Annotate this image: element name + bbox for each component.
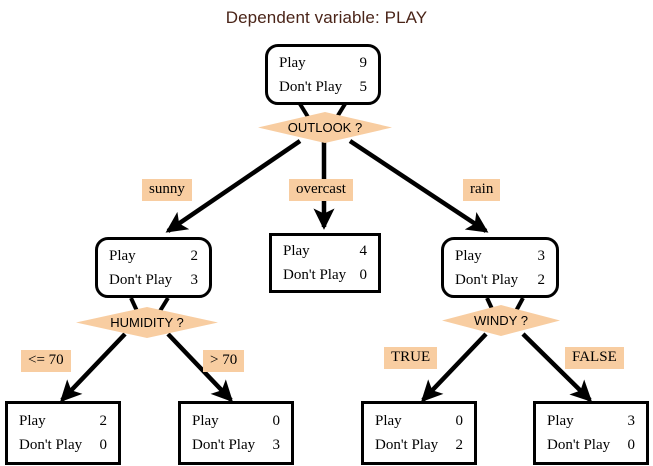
edge-label-humidity-le70: <= 70 bbox=[21, 350, 71, 372]
node-windy-false-play-label: Play bbox=[547, 413, 574, 429]
node-root-dont-row: Don't Play 5 bbox=[279, 75, 367, 99]
edge-label-rain: rain bbox=[463, 179, 501, 201]
edge-windy-true bbox=[420, 332, 488, 403]
decision-humidity[interactable]: HUMIDITY ? bbox=[76, 307, 218, 338]
node-rain-dont-value: 2 bbox=[537, 271, 546, 288]
decision-windy[interactable]: WINDY ? bbox=[442, 305, 560, 336]
node-windy-true-dont-value: 2 bbox=[455, 437, 464, 453]
node-sunny-play-label: Play bbox=[109, 247, 136, 264]
edge-outlook-sunny bbox=[165, 139, 302, 233]
node-overcast-play-label: Play bbox=[283, 243, 310, 259]
edge-root-to-outlook-left bbox=[298, 102, 310, 119]
node-sunny-dont-value: 3 bbox=[190, 271, 199, 288]
node-rain-play-label: Play bbox=[455, 247, 482, 264]
node-overcast-dont-row: Don't Play 0 bbox=[283, 263, 367, 287]
edge-humidity-gt70 bbox=[166, 332, 234, 403]
node-windy-true-play-value: 0 bbox=[455, 413, 464, 429]
node-humidity-gt70-play-value: 0 bbox=[272, 413, 281, 429]
node-overcast-play-value: 4 bbox=[359, 243, 368, 259]
node-sunny: Play 2 Don't Play 3 bbox=[95, 237, 212, 298]
node-windy-false-play-value: 3 bbox=[627, 413, 636, 429]
node-windy-true-play-label: Play bbox=[375, 413, 402, 429]
node-rain-play-row: Play 3 bbox=[455, 244, 545, 268]
node-windy-true-play-row: Play 0 bbox=[375, 409, 463, 433]
edge-sunny-to-humidity-right bbox=[158, 296, 170, 313]
node-windy-true: Play 0 Don't Play 2 bbox=[361, 401, 477, 465]
node-humidity-gt70: Play 0 Don't Play 3 bbox=[178, 401, 294, 465]
node-overcast-dont-value: 0 bbox=[359, 267, 368, 283]
node-root: Play 9 Don't Play 5 bbox=[265, 44, 381, 105]
edge-label-sunny: sunny bbox=[142, 179, 192, 201]
node-rain: Play 3 Don't Play 2 bbox=[441, 237, 559, 298]
node-windy-false: Play 3 Don't Play 0 bbox=[533, 401, 649, 465]
node-windy-false-play-row: Play 3 bbox=[547, 409, 635, 433]
edge-root-to-outlook-right bbox=[335, 102, 347, 119]
node-humidity-gt70-play-row: Play 0 bbox=[192, 409, 280, 433]
node-humidity-le70-play-row: Play 2 bbox=[19, 409, 107, 433]
page-title: Dependent variable: PLAY bbox=[225, 8, 428, 27]
node-humidity-le70-dont-label: Don't Play bbox=[19, 437, 83, 453]
node-root-dont-label: Don't Play bbox=[279, 78, 343, 95]
node-sunny-play-value: 2 bbox=[190, 247, 199, 264]
node-root-play-row: Play 9 bbox=[279, 51, 367, 75]
decision-windy-label: WINDY ? bbox=[474, 313, 528, 328]
node-sunny-play-row: Play 2 bbox=[109, 244, 198, 268]
node-root-dont-value: 5 bbox=[359, 78, 368, 95]
edge-label-overcast: overcast bbox=[289, 179, 353, 201]
edge-rain-to-windy-right bbox=[514, 297, 525, 312]
node-overcast-dont-label: Don't Play bbox=[283, 267, 347, 283]
edge-label-windy-false: FALSE bbox=[565, 347, 624, 369]
node-overcast: Play 4 Don't Play 0 bbox=[269, 233, 381, 293]
node-humidity-gt70-play-label: Play bbox=[192, 413, 219, 429]
node-humidity-le70-dont-row: Don't Play 0 bbox=[19, 433, 107, 457]
decision-humidity-label: HUMIDITY ? bbox=[110, 315, 184, 330]
node-humidity-gt70-dont-label: Don't Play bbox=[192, 437, 256, 453]
node-windy-false-dont-row: Don't Play 0 bbox=[547, 433, 635, 457]
node-humidity-le70-play-label: Play bbox=[19, 413, 46, 429]
node-windy-false-dont-value: 0 bbox=[627, 437, 636, 453]
node-root-play-label: Play bbox=[279, 54, 306, 71]
node-rain-play-value: 3 bbox=[537, 247, 546, 264]
decision-outlook-label: OUTLOOK ? bbox=[287, 120, 363, 135]
edge-outlook-rain bbox=[348, 139, 489, 233]
node-rain-dont-row: Don't Play 2 bbox=[455, 268, 545, 292]
node-rain-dont-label: Don't Play bbox=[455, 271, 519, 288]
edge-windy-false bbox=[521, 332, 593, 403]
edge-label-windy-true: TRUE bbox=[384, 347, 438, 369]
edge-sunny-to-humidity-left bbox=[129, 297, 139, 312]
node-humidity-gt70-dont-value: 3 bbox=[272, 437, 281, 453]
edge-humidity-le70 bbox=[59, 332, 127, 403]
node-sunny-dont-label: Don't Play bbox=[109, 271, 173, 288]
decision-outlook[interactable]: OUTLOOK ? bbox=[258, 112, 392, 143]
node-windy-false-dont-label: Don't Play bbox=[547, 437, 611, 453]
node-sunny-dont-row: Don't Play 3 bbox=[109, 268, 198, 292]
edge-label-humidity-gt70: > 70 bbox=[203, 350, 245, 372]
node-humidity-gt70-dont-row: Don't Play 3 bbox=[192, 433, 280, 457]
node-humidity-le70-dont-value: 0 bbox=[99, 437, 108, 453]
node-windy-true-dont-label: Don't Play bbox=[375, 437, 439, 453]
node-humidity-le70: Play 2 Don't Play 0 bbox=[5, 401, 121, 465]
node-root-play-value: 9 bbox=[359, 54, 368, 71]
node-windy-true-dont-row: Don't Play 2 bbox=[375, 433, 463, 457]
node-overcast-play-row: Play 4 bbox=[283, 239, 367, 263]
node-humidity-le70-play-value: 2 bbox=[99, 413, 108, 429]
